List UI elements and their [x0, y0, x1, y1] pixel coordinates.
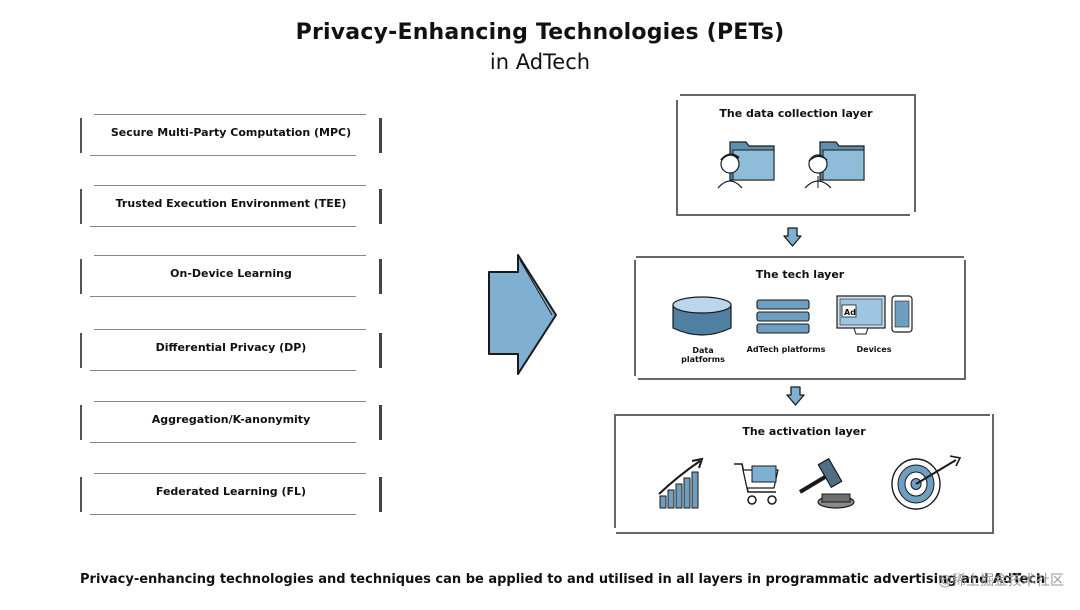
pet-item-mpc: Secure Multi-Party Computation (MPC)	[80, 113, 382, 157]
person-with-folder-icon	[717, 141, 775, 189]
tech-layer: The tech layer Data platforms AdTech pla…	[634, 256, 966, 380]
ad-badge: Ad	[844, 308, 856, 317]
devices-icon	[836, 295, 913, 335]
activation-layer-title: The activation layer	[742, 425, 866, 438]
diagram-title: Privacy-Enhancing Technologies (PETs)	[295, 20, 785, 45]
pet-label: On-Device Learning	[170, 267, 292, 280]
footer-caption: Privacy-enhancing technologies and techn…	[80, 572, 1046, 587]
person-with-folder-icon	[804, 141, 865, 189]
target-icon	[891, 455, 962, 510]
pet-label: Aggregation/K-anonymity	[151, 413, 311, 426]
down-arrow-icon	[786, 386, 805, 406]
devices-caption: Devices	[856, 345, 892, 354]
pet-label: Secure Multi-Party Computation (MPC)	[110, 126, 352, 139]
down-arrow-icon	[783, 227, 802, 247]
auction-gavel-icon	[798, 457, 855, 509]
pet-item-federated-learning: Federated Learning (FL)	[80, 472, 382, 516]
pet-label: Differential Privacy (DP)	[155, 341, 307, 354]
growth-chart-icon	[658, 457, 704, 509]
tech-layer-title: The tech layer	[755, 268, 845, 281]
pet-item-on-device-learning: On-Device Learning	[80, 254, 382, 298]
data-collection-layer: The data collection layer	[676, 94, 916, 216]
pet-item-differential-privacy: Differential Privacy (DP)	[80, 328, 382, 372]
adtech-platforms-caption: AdTech platforms	[746, 345, 826, 354]
pet-label: Trusted Execution Environment (TEE)	[115, 197, 347, 210]
diagram-subtitle: in AdTech	[489, 50, 591, 74]
pet-label: Federated Learning (FL)	[155, 485, 307, 498]
database-icon	[672, 296, 732, 336]
big-right-arrow-icon	[488, 254, 557, 375]
data-platforms-caption: Data platforms	[681, 346, 725, 364]
pet-item-aggregation: Aggregation/K-anonymity	[80, 400, 382, 444]
shopping-cart-icon	[734, 463, 779, 505]
data-collection-layer-title: The data collection layer	[719, 107, 873, 120]
pet-item-tee: Trusted Execution Environment (TEE)	[80, 184, 382, 228]
watermark: @稀土掘金技术社区	[938, 573, 1064, 589]
activation-layer: The activation layer	[614, 414, 994, 534]
server-stack-icon	[756, 299, 810, 334]
